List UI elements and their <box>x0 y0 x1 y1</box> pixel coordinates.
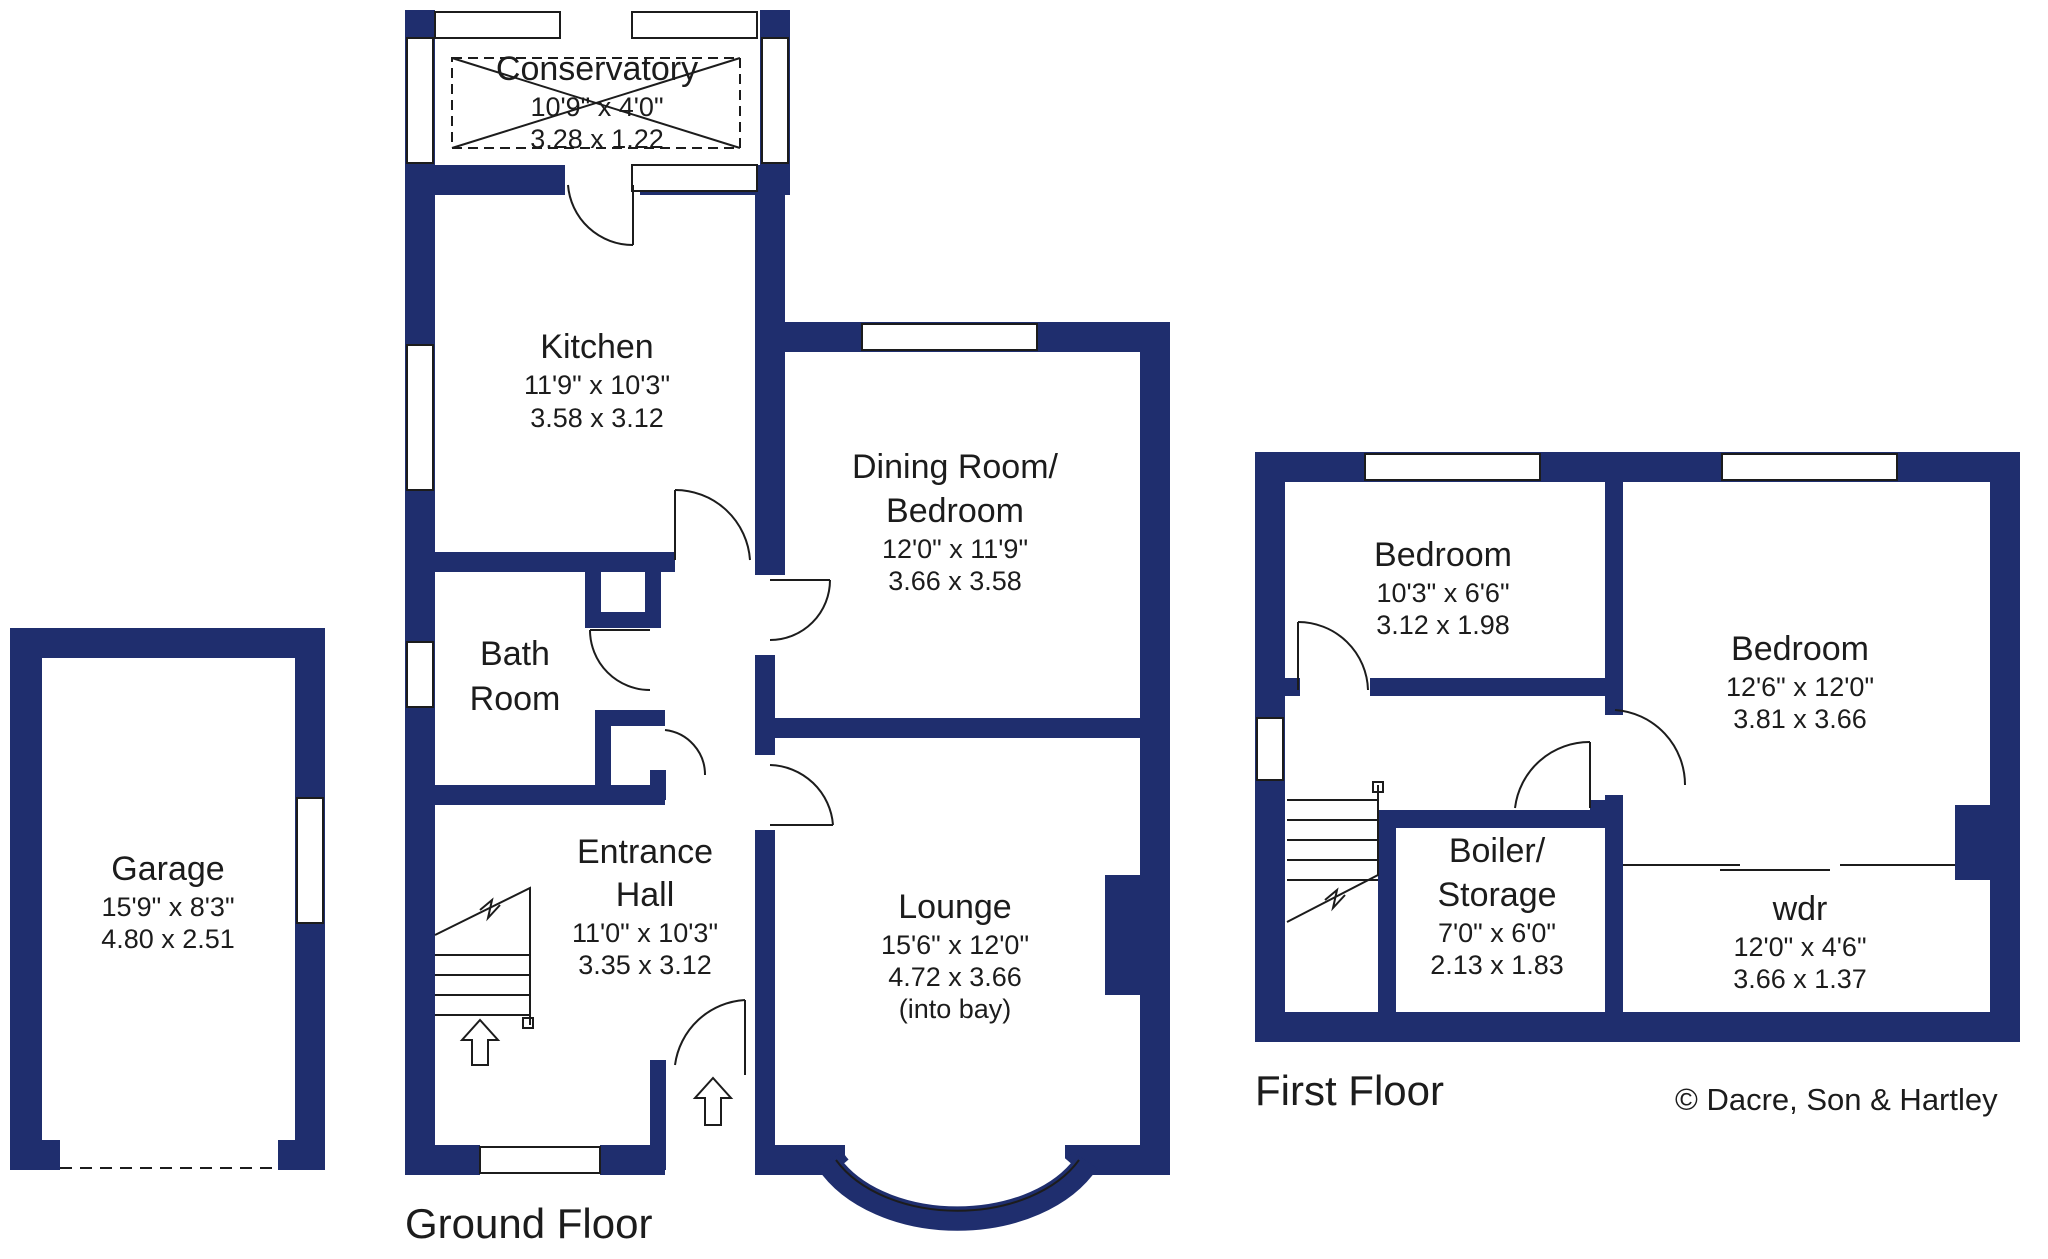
room-name-line2: Room <box>470 680 561 718</box>
garage-label: Garage 15'9" x 8'3" 4.80 x 2.51 <box>101 850 235 954</box>
room-name: Bedroom <box>1374 536 1512 574</box>
room-metric: 3.58 x 3.12 <box>530 403 664 433</box>
room-imperial: 10'9" x 4'0" <box>530 92 663 122</box>
wardrobe-label: wdr 12'0" x 4'6" 3.66 x 1.37 <box>1733 890 1867 994</box>
ground-floor-title: Ground Floor <box>405 1200 652 1247</box>
room-imperial: 11'9" x 10'3" <box>524 370 670 400</box>
room-note: (into bay) <box>899 994 1012 1024</box>
copyright-notice: © Dacre, Son & Hartley <box>1675 1082 1998 1117</box>
room-name-line2: Hall <box>616 876 675 914</box>
garage-window <box>296 797 324 924</box>
room-metric: 3.12 x 1.98 <box>1376 610 1510 640</box>
room-metric: 3.35 x 3.12 <box>578 950 712 980</box>
room-name-line2: Bedroom <box>886 492 1024 530</box>
bedroom-small-label: Bedroom 10'3" x 6'6" 3.12 x 1.98 <box>1374 536 1512 640</box>
first-floor-doors <box>1297 621 1687 809</box>
first-floor-title: First Floor <box>1255 1067 1444 1114</box>
first-floor-windows <box>1256 453 1898 781</box>
room-metric: 2.13 x 1.83 <box>1430 950 1564 980</box>
room-imperial: 7'0" x 6'0" <box>1438 918 1556 948</box>
room-metric: 3.28 x 1.22 <box>530 124 664 154</box>
ground-staircase <box>434 886 534 1066</box>
room-name: Lounge <box>898 888 1011 926</box>
ground-floor-windows <box>406 11 1038 1174</box>
lounge-bay-window <box>817 1151 1098 1231</box>
conservatory-roof <box>451 57 741 149</box>
room-name-line1: Dining Room/ <box>852 448 1059 486</box>
room-name-line1: Boiler/ <box>1449 832 1546 870</box>
first-floor-walls <box>1255 452 2020 1042</box>
room-name: Bedroom <box>1731 630 1869 668</box>
conservatory-label: Conservatory 10'9" x 4'0" 3.28 x 1.22 <box>496 50 698 154</box>
room-metric: 3.66 x 1.37 <box>1733 964 1867 994</box>
room-name-line1: Bath <box>480 635 550 673</box>
room-name: Kitchen <box>540 328 653 366</box>
lounge-label: Lounge 15'6" x 12'0" 4.72 x 3.66 (into b… <box>881 888 1029 1024</box>
room-imperial: 10'3" x 6'6" <box>1376 578 1509 608</box>
room-imperial: 15'6" x 12'0" <box>881 930 1029 960</box>
room-imperial: 12'0" x 4'6" <box>1733 932 1866 962</box>
first-staircase <box>1286 781 1384 923</box>
wardrobe-doors <box>1623 864 1955 871</box>
dining-label: Dining Room/ Bedroom 12'0" x 11'9" 3.66 … <box>852 448 1059 596</box>
entrance-arrow-icon <box>692 1076 734 1126</box>
room-metric: 3.81 x 3.66 <box>1733 704 1867 734</box>
room-metric: 4.80 x 2.51 <box>101 924 235 954</box>
room-metric: 4.72 x 3.66 <box>888 962 1022 992</box>
room-name-line1: Entrance <box>577 833 713 871</box>
bath-label: Bath Room <box>470 635 561 718</box>
room-name: wdr <box>1772 890 1828 928</box>
room-imperial: 15'9" x 8'3" <box>101 892 234 922</box>
bedroom-large-label: Bedroom 12'6" x 12'0" 3.81 x 3.66 <box>1726 630 1874 734</box>
room-imperial: 11'0" x 10'3" <box>572 918 718 948</box>
room-name: Garage <box>111 850 224 888</box>
boiler-label: Boiler/ Storage 7'0" x 6'0" 2.13 x 1.83 <box>1430 832 1564 980</box>
kitchen-label: Kitchen 11'9" x 10'3" 3.58 x 3.12 <box>524 328 670 433</box>
ground-floor-walls <box>405 10 1170 1175</box>
ground-floor-doors <box>567 184 834 1075</box>
room-metric: 3.66 x 3.58 <box>888 566 1022 596</box>
room-name: Conservatory <box>496 50 698 88</box>
room-imperial: 12'0" x 11'9" <box>882 534 1028 564</box>
room-imperial: 12'6" x 12'0" <box>1726 672 1874 702</box>
hall-label: Entrance Hall 11'0" x 10'3" 3.35 x 3.12 <box>572 833 718 980</box>
room-name-line2: Storage <box>1437 876 1556 914</box>
